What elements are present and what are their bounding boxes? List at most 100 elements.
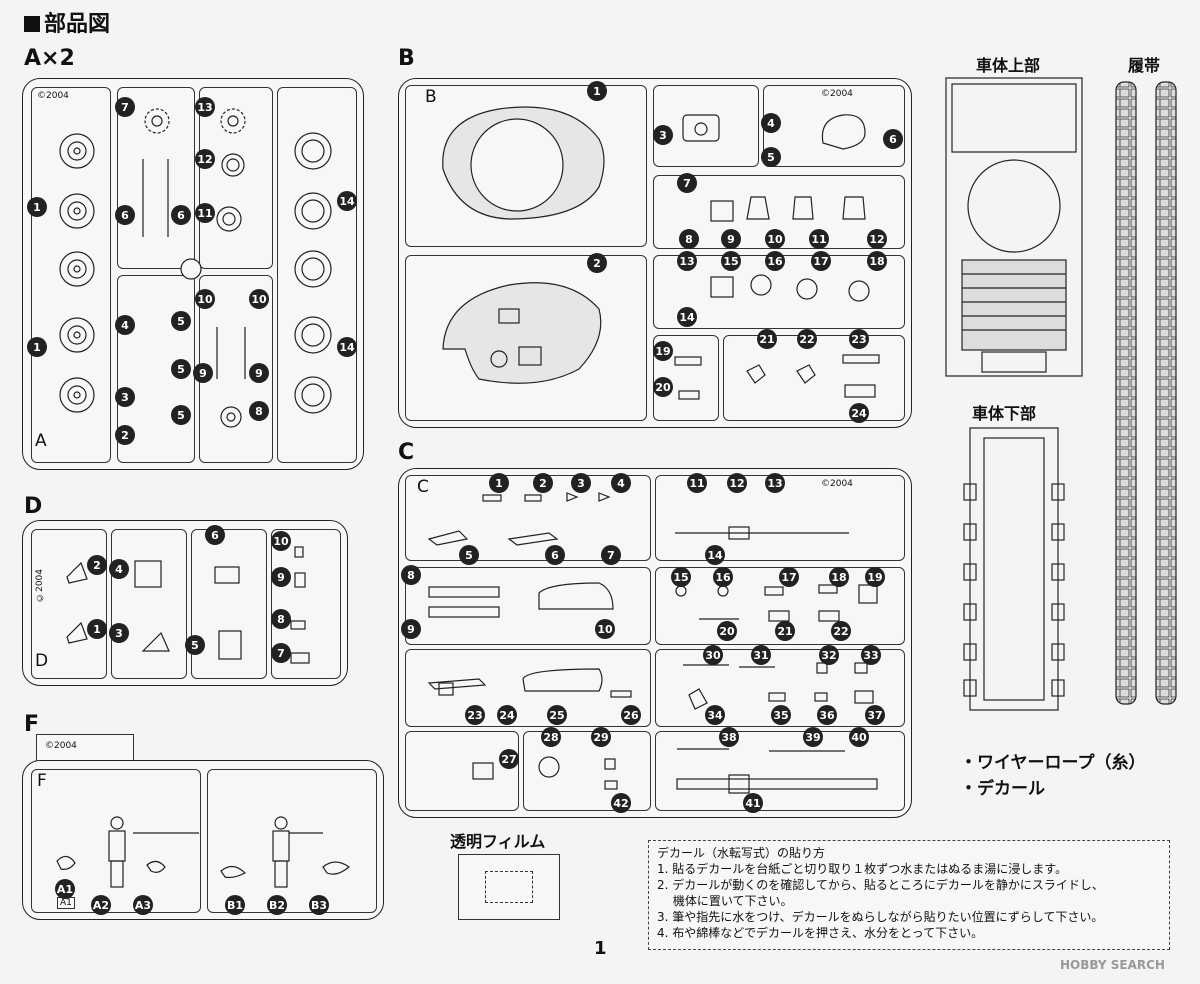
tracks-drawing xyxy=(1115,81,1177,705)
sprue-a-frame: ©2004 A 7 13 12 11 1 6 6 14 4 10 1 xyxy=(22,78,364,470)
part-number: 28 xyxy=(541,727,561,747)
part-number: 9 xyxy=(249,363,269,383)
part-number: 3 xyxy=(115,387,135,407)
part-number: 4 xyxy=(611,473,631,493)
part-number: 6 xyxy=(171,205,191,225)
sprue-f-label: F xyxy=(24,712,40,737)
part-number: 1 xyxy=(27,197,47,217)
part-number: 5 xyxy=(171,405,191,425)
part-number: B3 xyxy=(309,895,329,915)
part-number: 34 xyxy=(705,705,725,725)
sprue-f-frame: F A1 A1 A2 A3 B1 B2 B3 xyxy=(22,760,384,920)
part-number: 26 xyxy=(621,705,641,725)
sprue-f-tag: F xyxy=(37,771,47,791)
sprue-d-frame: ©2004 D 2 4 6 10 9 1 3 8 5 7 xyxy=(22,520,348,686)
sprue-c-label: C xyxy=(398,440,415,465)
part-number: B1 xyxy=(225,895,245,915)
upper-hull-title: 車体上部 xyxy=(976,56,1041,75)
decal-step: 1. 貼るデカールを台紙ごと切り取り１枚ずつ水またはぬるま湯に浸します。 xyxy=(657,862,1068,876)
part-number: 25 xyxy=(547,705,567,725)
part-number: 21 xyxy=(775,621,795,641)
part-number: 7 xyxy=(601,545,621,565)
part-number: 35 xyxy=(771,705,791,725)
part-number: 4 xyxy=(109,559,129,579)
part-number: 11 xyxy=(809,229,829,249)
part-number: 17 xyxy=(779,567,799,587)
part-number: 12 xyxy=(195,149,215,169)
lower-hull-title: 車体下部 xyxy=(972,404,1037,423)
part-number: 10 xyxy=(195,289,215,309)
extra-item-wire-rope: ・ワイヤーロープ（糸） xyxy=(960,753,1146,773)
sprue-c-copyright: ©2004 xyxy=(821,479,853,489)
clear-film-title: 透明フィルム xyxy=(450,832,546,851)
sprue-d-tag: D xyxy=(35,651,49,671)
decal-step: 2. デカールが動くのを確認してから、貼るところにデカールを静かにスライドし、 xyxy=(657,878,1104,892)
page-title: 部品図 xyxy=(24,6,110,38)
part-number: 23 xyxy=(465,705,485,725)
lower-hull-drawing xyxy=(963,427,1065,711)
part-number: 12 xyxy=(727,473,747,493)
part-number: 6 xyxy=(205,525,225,545)
sprue-d-label: D xyxy=(24,494,43,519)
part-number: 5 xyxy=(171,311,191,331)
part-number: A1 xyxy=(55,879,75,899)
part-number: 2 xyxy=(115,425,135,445)
part-number: 10 xyxy=(765,229,785,249)
part-number: 15 xyxy=(721,251,741,271)
part-number: 23 xyxy=(849,329,869,349)
part-number: 10 xyxy=(271,531,291,551)
part-number: 6 xyxy=(545,545,565,565)
part-number: 17 xyxy=(811,251,831,271)
sprue-a-label: A×2 xyxy=(24,46,75,71)
part-number: 24 xyxy=(849,403,869,423)
part-number: 6 xyxy=(115,205,135,225)
part-number: 31 xyxy=(751,645,771,665)
part-number: 8 xyxy=(249,401,269,421)
sprue-c-frame: C ©2004 1 2 3 4 11 12 13 5 xyxy=(398,468,912,818)
part-number: 36 xyxy=(817,705,837,725)
page-number: 1 xyxy=(594,938,607,959)
part-number: 1 xyxy=(87,619,107,639)
watermark: HOBBY SEARCH xyxy=(1060,958,1165,972)
sprue-a-tag: A xyxy=(35,431,47,451)
part-number: 12 xyxy=(867,229,887,249)
extra-item-decal: ・デカール xyxy=(960,779,1045,799)
part-number: 21 xyxy=(757,329,777,349)
part-number: B2 xyxy=(267,895,287,915)
part-number: 1 xyxy=(587,81,607,101)
sprue-a-copyright: ©2004 xyxy=(37,91,69,101)
part-number: 7 xyxy=(677,173,697,193)
part-number: 9 xyxy=(721,229,741,249)
part-number: 18 xyxy=(829,567,849,587)
part-number: 40 xyxy=(849,727,869,747)
part-number: 10 xyxy=(595,619,615,639)
part-number: 14 xyxy=(705,545,725,565)
sprue-b-label: B xyxy=(398,46,415,71)
part-number: 22 xyxy=(831,621,851,641)
part-number: 15 xyxy=(671,567,691,587)
part-number: 41 xyxy=(743,793,763,813)
part-number: 11 xyxy=(195,203,215,223)
part-number: 2 xyxy=(533,473,553,493)
part-number: 5 xyxy=(459,545,479,565)
part-number: 1 xyxy=(489,473,509,493)
decal-instructions: デカール（水転写式）の貼り方 1. 貼るデカールを台紙ごと切り取り１枚ずつ水また… xyxy=(648,840,1170,950)
part-number: 24 xyxy=(497,705,517,725)
upper-hull-drawing xyxy=(945,77,1083,377)
part-number: 8 xyxy=(679,229,699,249)
part-number: 10 xyxy=(249,289,269,309)
sprue-b-copyright: ©2004 xyxy=(821,89,853,99)
part-number: 37 xyxy=(865,705,885,725)
part-number: 7 xyxy=(115,97,135,117)
sprue-a-parts xyxy=(59,108,332,428)
part-number: 3 xyxy=(653,125,673,145)
part-number: 32 xyxy=(819,645,839,665)
part-number: 9 xyxy=(271,567,291,587)
part-number: 19 xyxy=(653,341,673,361)
part-number: 14 xyxy=(337,337,357,357)
sprue-c-parts xyxy=(427,492,878,794)
part-number: 27 xyxy=(499,749,519,769)
part-number: 4 xyxy=(761,113,781,133)
part-number: 30 xyxy=(703,645,723,665)
part-number: 42 xyxy=(611,793,631,813)
